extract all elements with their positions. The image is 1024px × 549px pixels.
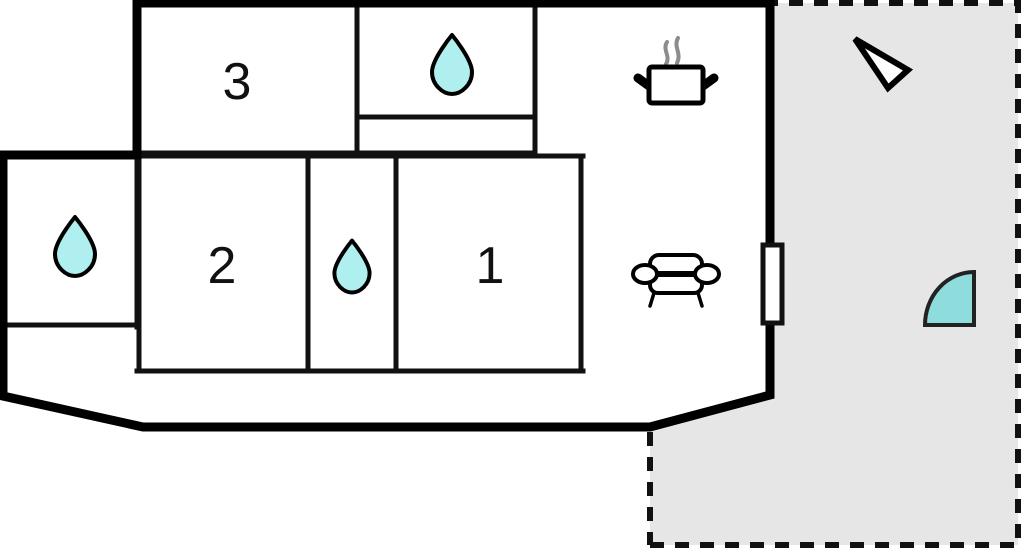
water-drop-shape: [53, 215, 97, 278]
sofa-armrest-right: [693, 263, 721, 285]
water-drop-shape: [332, 238, 372, 295]
building-outline: [3, 3, 770, 427]
terrace-area: [647, 0, 1021, 548]
water-drop-icon: [53, 215, 97, 278]
door-opening-rect[interactable]: [760, 242, 785, 326]
room-label-3: 3: [223, 53, 252, 111]
door-opening[interactable]: [760, 242, 785, 326]
building-floor-fill: [3, 3, 770, 427]
steam-line-right: [674, 36, 681, 65]
terrace-dashed-border: [650, 0, 1021, 548]
room-label-1: 1: [476, 237, 505, 295]
quarter-circle-icon: [922, 269, 976, 327]
sofa-backrest: [648, 253, 704, 275]
exterior-walls: [0, 0, 775, 432]
quarter-circle-shape: [922, 269, 976, 327]
wall-exterior-top-right-upper: [132, 0, 775, 250]
sofa-icon: [631, 253, 721, 308]
north-arrow-icon: [852, 36, 914, 93]
room-labels: 3 2 1: [208, 53, 505, 295]
sofa-leg-right: [696, 291, 704, 308]
interior-walls: [2, 2, 586, 374]
north-arrow-shape: [852, 36, 914, 93]
water-drop-icon: [332, 238, 372, 295]
water-drop-icons: [53, 33, 474, 295]
sofa-leg-left: [648, 291, 656, 308]
water-drop-shape: [430, 33, 474, 96]
terrace-fill: [650, 3, 1018, 545]
sofa-seat: [648, 273, 704, 295]
sofa-armrest-left: [631, 263, 659, 285]
cooking-pot-icon: [633, 36, 719, 106]
room-label-2: 2: [208, 237, 237, 295]
water-drop-icon: [430, 33, 474, 96]
pot-body: [646, 64, 706, 106]
wall-exterior-lower: [0, 0, 775, 432]
steam-line-left: [663, 40, 670, 66]
